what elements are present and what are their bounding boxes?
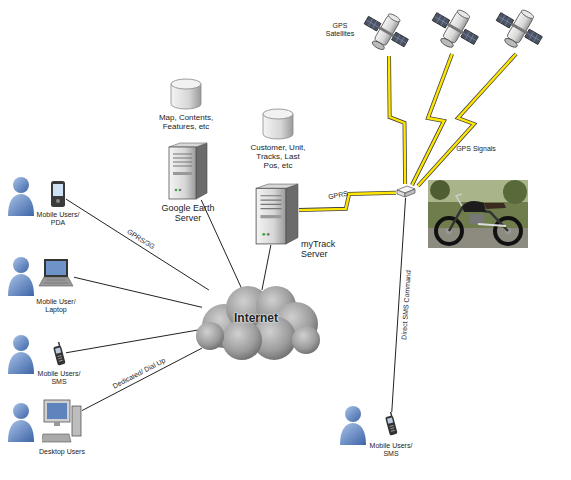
desktop-icon: Desktop Users [42,398,82,444]
link-label: Direct SMS Command [400,270,411,340]
database-cylinder: Map, Contents, Features, etc [170,78,202,110]
node-label: Mobile Users/ PDA [36,211,80,227]
user-figures [8,177,366,445]
database-cylinder-outline [262,108,294,140]
gps-signal-bolts [412,54,516,186]
server-icon: myTrack Server [255,183,299,245]
motorcycle-photo [428,180,528,248]
node-label: Desktop Users [37,448,87,456]
gps-tracker [396,184,416,198]
pda-icon: Mobile Users/ PDA [50,180,66,208]
node-label: GPS Satellites [320,22,360,38]
node-label: Mobile Users/ SMS [37,370,81,386]
database-cylinder-outline [170,78,202,110]
desktop-icon-outline [42,398,82,444]
node-label: Mobile User/ Laptop [30,298,82,314]
phone-icon: Mobile Users/ SMS [52,342,66,366]
phone-icon-outline [52,342,66,366]
phone-icon: Mobile Users/ SMS [384,412,398,436]
laptop-icon: Mobile User/ Laptop [38,258,74,288]
server-icon-outline [168,142,208,200]
node-label: Customer, Unit, Tracks, Last Pos, etc [250,143,306,171]
link-label: Dedicated/ Dial Up [111,357,166,390]
network-link [201,200,242,290]
phone-icon-outline [384,412,398,436]
network-link [82,348,202,410]
node-label: myTrack Server [301,239,345,260]
node-label: Google Earth Server [150,203,226,224]
node-label: Map, Contents, Features, etc [154,113,218,131]
internet-cloud: Internet [190,278,322,362]
server-icon-outline [255,183,299,245]
wireless-link [389,56,405,184]
satellite-icon-outline [362,8,410,56]
pda-icon-outline [50,180,66,208]
satellite-icons [425,0,550,57]
signal-label: GPS Signals [456,145,496,152]
database-cylinder: Customer, Unit, Tracks, Last Pos, etc [262,108,294,140]
network-link [74,277,202,307]
cloud-label: Internet [190,312,322,326]
link-label: GPRS [328,190,349,200]
node-label: Mobile Users/ SMS [369,442,413,458]
network-link [262,245,271,290]
gps-tracker-outline [396,184,416,198]
network-link [66,329,202,352]
server-icon: Google Earth Server [168,142,208,200]
satellite-icon: GPS Satellites [362,8,410,56]
laptop-icon-outline [38,258,74,288]
